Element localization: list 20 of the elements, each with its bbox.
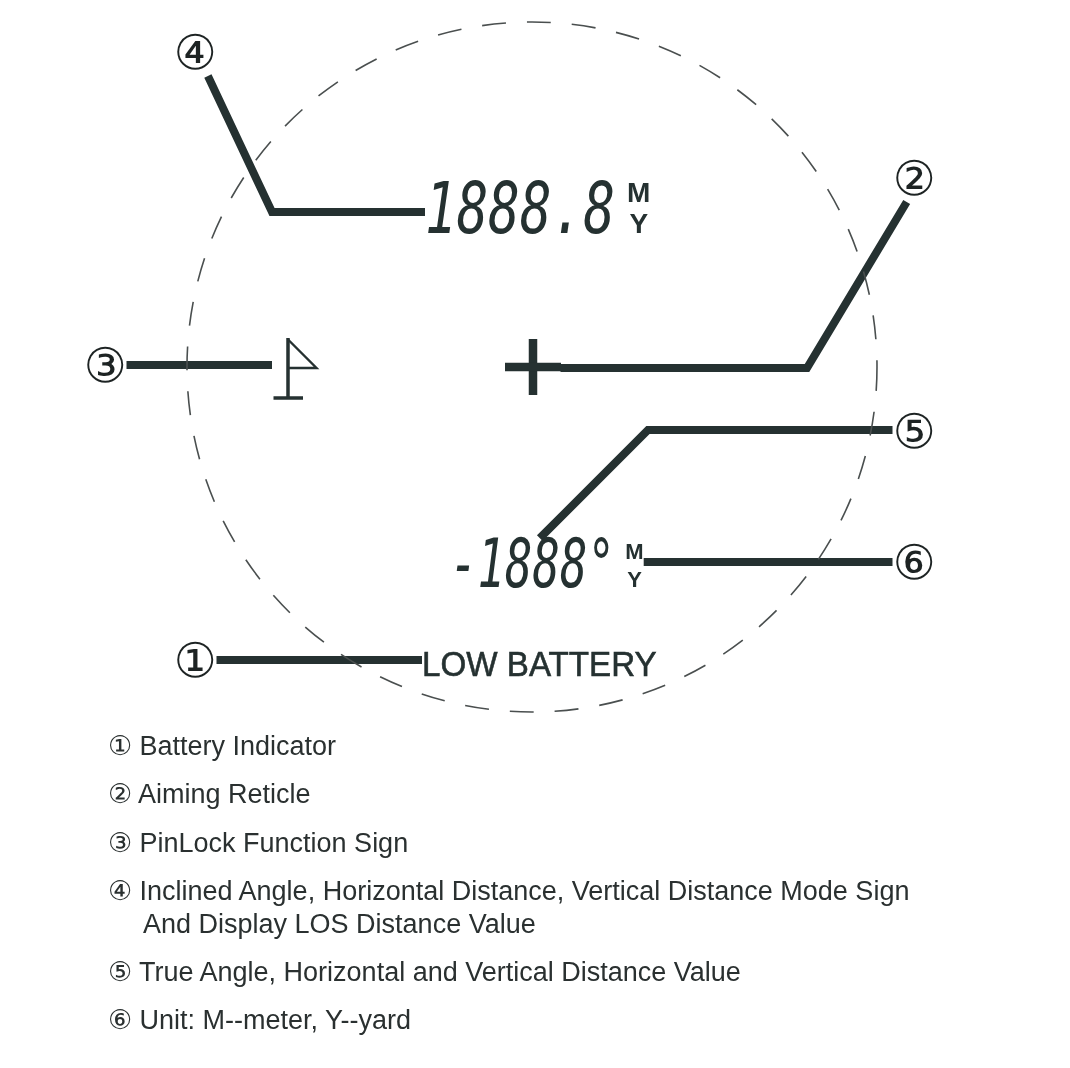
legend-text: ③ PinLock Function Sign — [108, 826, 409, 860]
unit-label: M Y — [627, 176, 651, 240]
callout-number: ⑤ — [892, 407, 936, 455]
crosshair-icon — [504, 339, 561, 395]
callout-number: ② — [892, 154, 936, 202]
legend-text: ① Battery Indicator — [108, 730, 337, 763]
callout-number: ⑥ — [892, 538, 936, 586]
leader-line — [560, 199, 911, 372]
legend-text: ⑥ Unit: M--meter, Y--yard — [108, 1004, 412, 1037]
distance-readout: 1888.8 — [425, 179, 616, 237]
callout-number: ④ — [173, 28, 217, 76]
low-battery-text: LOW BATTERY — [422, 650, 657, 678]
callout-number: ③ — [83, 341, 127, 389]
unit-label: M Y — [625, 538, 644, 594]
angle-readout: -1888° — [450, 538, 615, 592]
legend-text: ② Aiming Reticle — [108, 778, 311, 811]
legend-text: ④ Inclined Angle, Horizontal Distance, Vertical Distance Mode Sign And Display LOS Distance Value — [108, 875, 911, 940]
legend-text: ⑤ True Angle, Horizontal and Vertical Distance Value — [108, 955, 741, 989]
flag-icon — [272, 338, 318, 400]
callout-number: ① — [173, 636, 217, 684]
